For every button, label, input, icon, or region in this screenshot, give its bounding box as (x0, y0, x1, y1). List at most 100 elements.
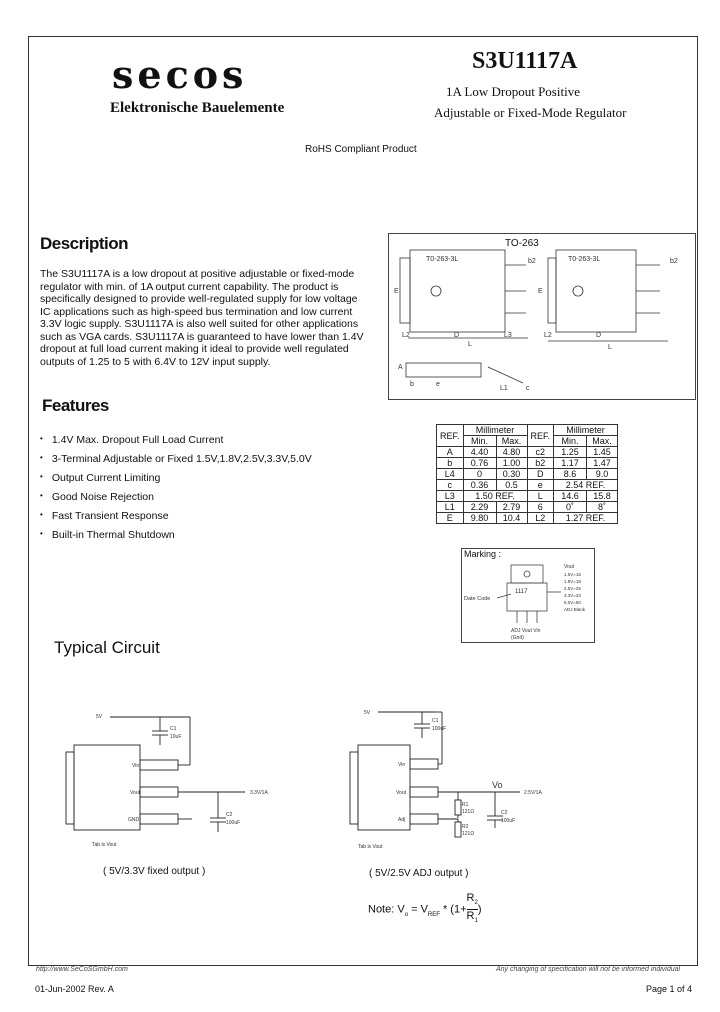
table-cell: L1 (436, 501, 464, 513)
package-label: b2 (528, 258, 536, 265)
table-cell: 8˚ (586, 501, 619, 513)
note-den: R (466, 910, 475, 923)
package-label: c (526, 385, 530, 392)
table-cell: 1.47 (586, 457, 619, 469)
part-number: S3U1117A (472, 48, 578, 74)
table-cell: L2 (526, 512, 555, 524)
table-header: Millimeter (553, 424, 619, 436)
table-cell: E (436, 512, 464, 524)
table-subheader: Min. (553, 435, 588, 447)
circuit-label: R2 (462, 824, 469, 830)
table-cell: 0.76 (462, 457, 497, 469)
description-line: regulator with min. of 1A output current… (40, 280, 339, 293)
table-cell: 14.6 (553, 490, 588, 502)
table-cell: 1.00 (495, 457, 528, 469)
note-num: R (466, 892, 475, 904)
package-label: L2 (544, 332, 552, 339)
table-cell: L (526, 490, 555, 502)
description-line: 3.3V logic supply. S3U1117A is also well… (40, 318, 359, 330)
description-heading: Description (40, 234, 129, 253)
table-cell: 1.45 (586, 446, 619, 458)
dimension-table: REF. Millimeter REF. Millimeter Min. Max… (436, 424, 619, 524)
company-logo: secos (112, 52, 248, 97)
package-label: T0-263-3L (426, 256, 458, 263)
table-cell: 4.40 (462, 446, 497, 458)
circuit-label: Adj (398, 817, 405, 823)
rohs-label: RoHS Compliant Product (305, 144, 417, 155)
table-cell: c (436, 479, 464, 491)
circuit-label: Vout (130, 790, 141, 796)
vout-option: 1.5V=15 (564, 572, 581, 577)
note-sub: 1 (474, 918, 478, 925)
table-cell: 9.0 (586, 468, 619, 480)
circuit-label: C2 (226, 812, 233, 818)
package-label: L3 (504, 332, 512, 339)
fixed-circuit-caption: ( 5V/3.3V fixed output ) (103, 866, 206, 877)
table-subheader: Max. (586, 435, 619, 447)
description-text: The S3U1117A is a low dropout at positiv… (40, 268, 380, 368)
table-cell: L3 (436, 490, 464, 502)
feature-item: Fast Transient Response (40, 506, 312, 525)
circuit-label: 3.3V/1A (250, 790, 268, 796)
description-line: The S3U1117A is a low dropout at positiv… (40, 268, 355, 280)
table-header: Millimeter (462, 424, 528, 436)
package-label: L2 (402, 332, 410, 339)
vout-option: 1.8V=18 (564, 579, 581, 584)
note-sub: o (404, 911, 409, 918)
features-list: 1.4V Max. Dropout Full Load Current 3-Te… (40, 430, 312, 544)
description-line: dropout at full load current making it i… (40, 343, 349, 355)
table-cell: 2.79 (495, 501, 528, 513)
package-title: TO-263 (505, 238, 539, 249)
table-cell: b2 (526, 457, 555, 469)
table-cell: 0.36 (462, 479, 497, 491)
package-label: D (454, 332, 459, 339)
circuit-label: C1 (170, 726, 177, 732)
table-subheader: Max. (495, 435, 528, 447)
circuit-label: 100uF (501, 818, 515, 824)
circuit-label: 5V (364, 710, 371, 716)
page-frame (28, 36, 698, 966)
table-cell: 0.30 (495, 468, 528, 480)
fixed-output-circuit: 5V C1 10uF Vin Vout GND 3.3V/1A C2 100uF… (65, 714, 268, 848)
package-label: A (398, 364, 403, 371)
feature-item: 1.4V Max. Dropout Full Load Current (40, 430, 312, 449)
table-cell: 8.6 (553, 468, 588, 480)
table-cell: 0.5 (495, 479, 528, 491)
note-text: = V (408, 903, 428, 916)
disclaimer: Any changing of specification will not b… (496, 966, 681, 973)
note-sub: 2 (474, 900, 478, 907)
circuit-label: 2.5V/1A (524, 790, 542, 796)
subtitle-line-1: 1A Low Dropout Positive (446, 84, 580, 99)
vout-option: 2.5V=25 (564, 586, 581, 591)
circuit-label: Vo (492, 780, 503, 790)
table-cell: 4.80 (495, 446, 528, 458)
package-label: L (468, 341, 472, 348)
note-sub: REF (427, 911, 440, 918)
package-label: E (538, 288, 543, 295)
table-cell: 1.27 REF. (553, 512, 619, 524)
feature-item: 3-Terminal Adjustable or Fixed 1.5V,1.8V… (40, 449, 312, 468)
table-cell: 0˚ (553, 501, 588, 513)
package-label: D (596, 332, 601, 339)
package-outline-drawing: T0-263-3L T0-263-3L b2 b2 E E L2 D L3 L … (394, 249, 678, 392)
table-subheader: Min. (462, 435, 497, 447)
table-cell: 6 (526, 501, 555, 513)
table-cell: D (526, 468, 555, 480)
marking-chip-text: 1117 (515, 589, 528, 595)
circuit-label: 5V (96, 714, 103, 720)
marking-title: Marking : (464, 549, 501, 559)
website-link[interactable]: http://www.SeCoSGmbH.com (36, 966, 128, 973)
company-name: Elektronische Bauelemente (110, 100, 285, 116)
description-line: specifically designed to provide well-re… (40, 293, 358, 305)
table-cell: 10.4 (495, 512, 528, 524)
package-label: T0-263-3L (568, 256, 600, 263)
note-text: ) (477, 903, 482, 916)
typical-circuit-heading: Typical Circuit (54, 638, 160, 657)
marking-pins: ADJ Vout Vin (511, 628, 541, 634)
circuit-label: C1 (432, 718, 439, 724)
